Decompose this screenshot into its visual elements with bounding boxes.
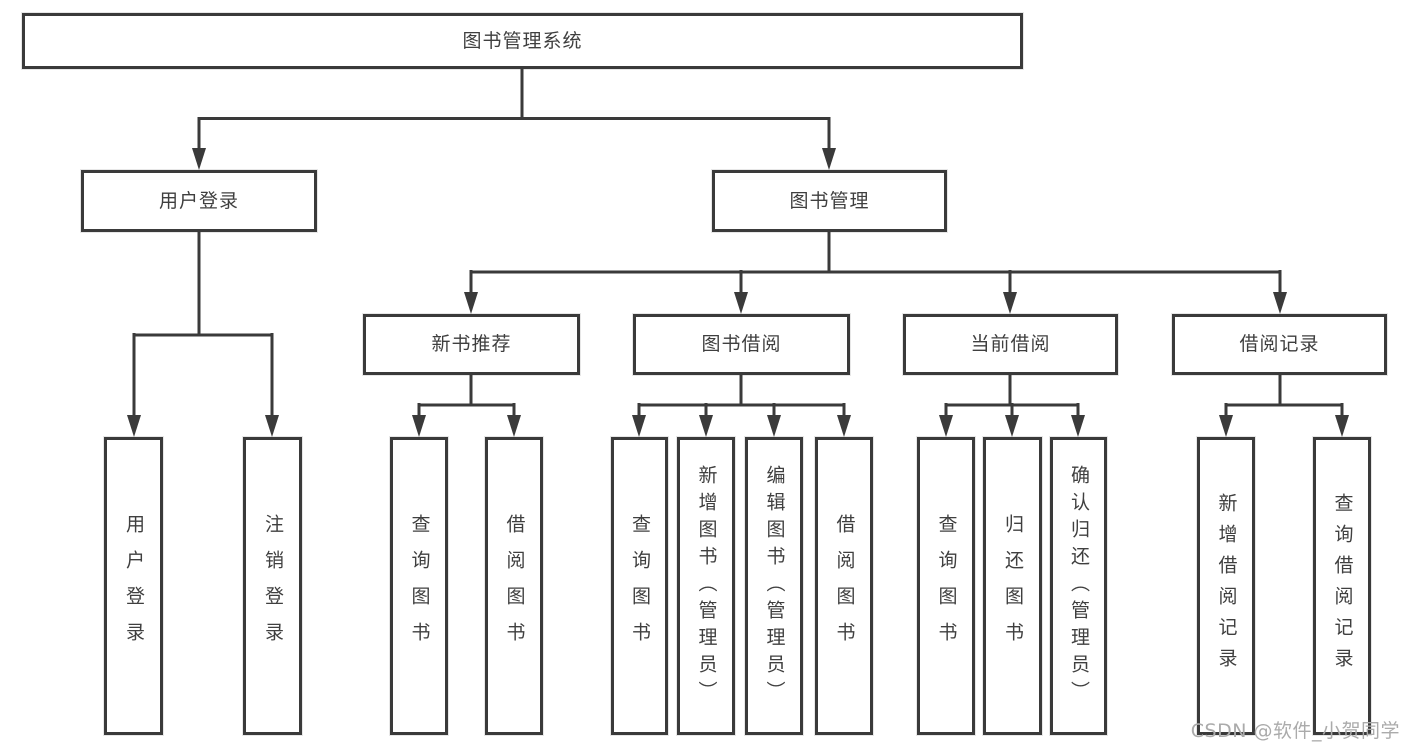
arrowhead bbox=[507, 415, 521, 437]
node-book-management: 图书管理 bbox=[712, 170, 947, 232]
arrowhead bbox=[822, 148, 836, 170]
arrowhead bbox=[464, 292, 478, 314]
arrowhead bbox=[192, 148, 206, 170]
node-new-book-recommend: 新书推荐 bbox=[363, 314, 580, 375]
arrowhead bbox=[1071, 415, 1085, 437]
node-current-borrowing: 当前借阅 bbox=[903, 314, 1118, 375]
node-borrow-records: 借阅记录 bbox=[1172, 314, 1387, 375]
leaf-borrow-books-2: 借阅图书 bbox=[815, 437, 873, 735]
arrowhead bbox=[265, 415, 279, 437]
arrowhead bbox=[1003, 292, 1017, 314]
leaf-add-borrow-record: 新增借阅记录 bbox=[1197, 437, 1255, 735]
leaf-query-books-3: 查询图书 bbox=[917, 437, 975, 735]
node-book-borrowing: 图书借阅 bbox=[633, 314, 850, 375]
arrowhead bbox=[1219, 415, 1233, 437]
arrowhead bbox=[127, 415, 141, 437]
arrowhead bbox=[939, 415, 953, 437]
leaf-query-books-1: 查询图书 bbox=[390, 437, 448, 735]
arrowhead bbox=[837, 415, 851, 437]
node-user-login: 用户登录 bbox=[81, 170, 317, 232]
arrowhead bbox=[632, 415, 646, 437]
arrowhead bbox=[1005, 415, 1019, 437]
arrowhead bbox=[734, 292, 748, 314]
arrowhead bbox=[412, 415, 426, 437]
leaf-user-login: 用户登录 bbox=[104, 437, 163, 735]
node-library-system: 图书管理系统 bbox=[22, 13, 1023, 69]
csdn-watermark: CSDN @软件_小贺同学 bbox=[1190, 720, 1400, 742]
arrowhead bbox=[767, 415, 781, 437]
leaf-return-books: 归还图书 bbox=[983, 437, 1042, 735]
leaf-confirm-return-admin: 确认归还（管理员） bbox=[1050, 437, 1107, 735]
leaf-logout: 注销登录 bbox=[243, 437, 302, 735]
leaf-edit-books-admin: 编辑图书（管理员） bbox=[745, 437, 803, 735]
arrowhead bbox=[1335, 415, 1349, 437]
arrowhead bbox=[1273, 292, 1287, 314]
arrowhead bbox=[699, 415, 713, 437]
leaf-add-books-admin: 新增图书（管理员） bbox=[677, 437, 735, 735]
leaf-query-borrow-record: 查询借阅记录 bbox=[1313, 437, 1371, 735]
leaf-query-books-2: 查询图书 bbox=[611, 437, 668, 735]
leaf-borrow-books-1: 借阅图书 bbox=[485, 437, 543, 735]
